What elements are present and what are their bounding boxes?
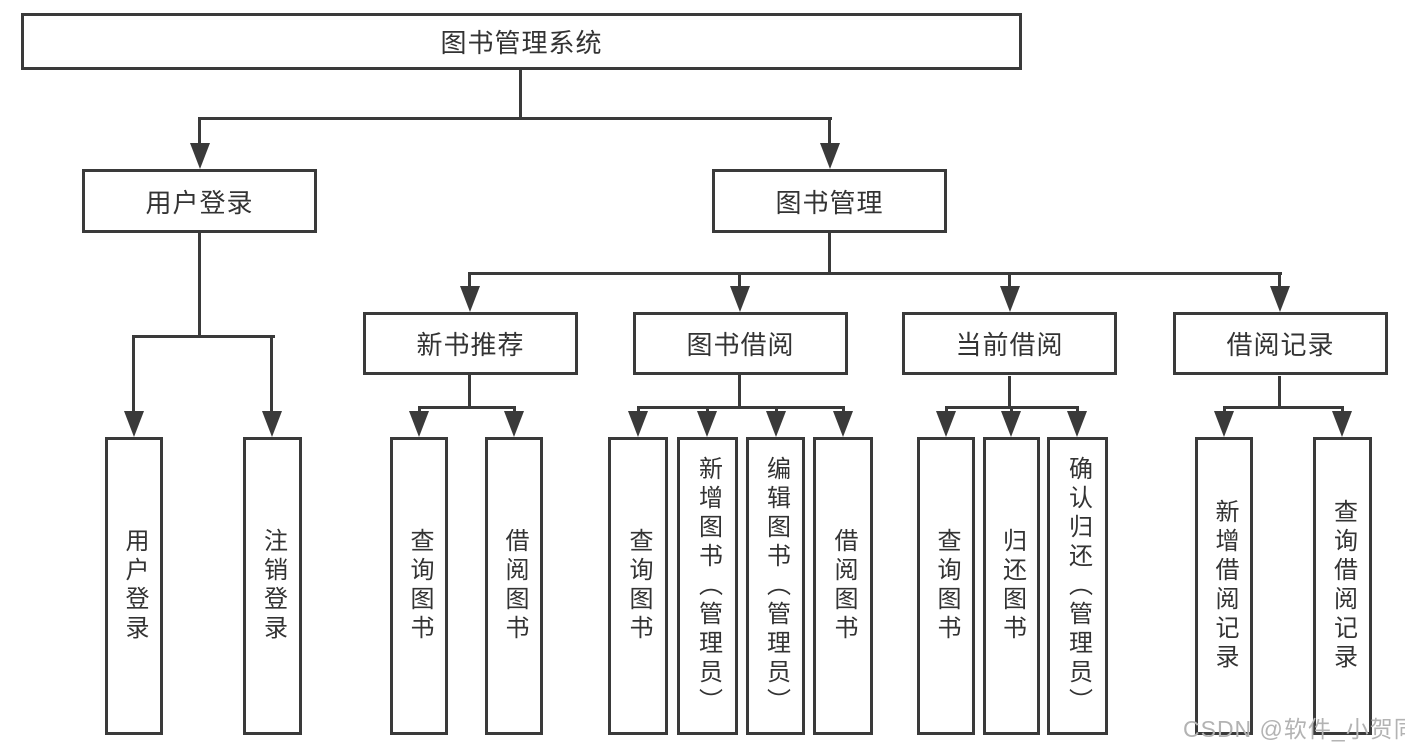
node-root: 图书管理系统 — [21, 13, 1022, 70]
arrow-down-icon — [697, 411, 717, 437]
connector-line — [1010, 406, 1013, 413]
leaf-logout: 注销登录 — [243, 437, 302, 735]
arrow-down-icon — [190, 143, 210, 169]
connector-line — [418, 406, 421, 413]
leaf-logout-label: 注销登录 — [259, 528, 287, 644]
leaf-record-query: 查询借阅记录 — [1313, 437, 1372, 735]
leaf-record-add-label: 新增借阅记录 — [1211, 499, 1238, 673]
arrow-down-icon — [1067, 411, 1087, 437]
connector-line — [1223, 406, 1226, 413]
leaf-borrow-borrow: 借阅图书 — [813, 437, 873, 735]
arrow-down-icon — [1000, 286, 1020, 312]
arrow-down-icon — [628, 411, 648, 437]
leaf-user-login: 用户登录 — [105, 437, 163, 735]
connector-line — [637, 406, 640, 413]
leaf-borrow-edit: 编辑图书（管理员） — [746, 437, 805, 735]
connector-line — [1008, 272, 1011, 288]
arrow-down-icon — [409, 411, 429, 437]
arrow-down-icon — [460, 286, 480, 312]
arrow-down-icon — [766, 411, 786, 437]
connector-line — [418, 406, 516, 409]
connector-line — [738, 272, 741, 288]
node-book-mgmt-label: 图书管理 — [775, 187, 884, 218]
connector-line — [132, 335, 135, 413]
connector-line — [1278, 272, 1281, 288]
leaf-newbook-query-label: 查询图书 — [406, 528, 433, 644]
leaf-current-confirm-label: 确认归还（管理员） — [1064, 455, 1092, 717]
node-user-login-label: 用户登录 — [145, 187, 254, 218]
leaf-borrow-add: 新增图书（管理员） — [677, 437, 738, 735]
node-root-label: 图书管理系统 — [440, 28, 603, 58]
node-borrow-record: 借阅记录 — [1173, 312, 1388, 375]
leaf-record-query-label: 查询借阅记录 — [1329, 499, 1357, 673]
arrow-down-icon — [936, 411, 956, 437]
node-book-borrow: 图书借阅 — [633, 312, 848, 375]
connector-line — [468, 272, 471, 288]
connector-line — [199, 117, 832, 120]
connector-line — [738, 374, 741, 408]
arrow-down-icon — [504, 411, 524, 437]
connector-line — [198, 117, 201, 147]
node-borrow-record-label: 借阅记录 — [1226, 330, 1335, 360]
connector-line — [706, 406, 709, 413]
connector-line — [1076, 406, 1079, 413]
node-new-book-label: 新书推荐 — [416, 330, 525, 360]
connector-line — [828, 233, 831, 275]
leaf-current-return: 归还图书 — [983, 437, 1040, 735]
arrow-down-icon — [1270, 286, 1290, 312]
leaf-newbook-query: 查询图书 — [390, 437, 448, 735]
arrow-down-icon — [730, 286, 750, 312]
connector-line — [945, 406, 948, 413]
leaf-current-query: 查询图书 — [917, 437, 975, 735]
connector-line — [842, 406, 845, 413]
connector-line — [132, 335, 275, 338]
arrow-down-icon — [1214, 411, 1234, 437]
connector-line — [198, 233, 201, 337]
arrow-down-icon — [1332, 411, 1352, 437]
arrow-down-icon — [262, 411, 282, 437]
leaf-current-return-label: 归还图书 — [998, 528, 1026, 644]
arrow-down-icon — [124, 411, 144, 437]
leaf-borrow-query-label: 查询图书 — [625, 528, 652, 644]
connector-line — [637, 406, 845, 409]
watermark: CSDN @软件_小贺同学 — [1183, 716, 1405, 742]
node-current-borrow: 当前借阅 — [902, 312, 1117, 375]
leaf-borrow-borrow-label: 借阅图书 — [830, 528, 857, 644]
node-new-book: 新书推荐 — [363, 312, 578, 375]
leaf-user-login-label: 用户登录 — [121, 528, 148, 644]
leaf-current-confirm: 确认归还（管理员） — [1047, 437, 1108, 735]
connector-line — [1341, 406, 1344, 413]
connector-line — [469, 272, 1282, 275]
connector-line — [1223, 406, 1344, 409]
connector-line — [1008, 376, 1011, 408]
arrow-down-icon — [820, 143, 840, 169]
node-book-borrow-label: 图书借阅 — [686, 330, 795, 360]
connector-line — [828, 117, 831, 147]
leaf-borrow-edit-label: 编辑图书（管理员） — [762, 455, 790, 717]
leaf-newbook-borrow: 借阅图书 — [485, 437, 543, 735]
leaf-current-query-label: 查询图书 — [933, 528, 960, 644]
connector-line — [468, 374, 471, 408]
leaf-record-add: 新增借阅记录 — [1195, 437, 1253, 735]
leaf-newbook-borrow-label: 借阅图书 — [501, 528, 528, 644]
node-book-mgmt: 图书管理 — [712, 169, 947, 233]
connector-line — [270, 335, 273, 413]
leaf-borrow-query: 查询图书 — [608, 437, 668, 735]
arrow-down-icon — [1001, 411, 1021, 437]
node-user-login: 用户登录 — [82, 169, 317, 233]
connector-line — [1278, 376, 1281, 408]
arrow-down-icon — [833, 411, 853, 437]
connector-line — [513, 406, 516, 413]
node-current-borrow-label: 当前借阅 — [955, 330, 1064, 360]
connector-line — [775, 406, 778, 413]
connector-line — [519, 70, 522, 118]
leaf-borrow-add-label: 新增图书（管理员） — [694, 455, 722, 717]
